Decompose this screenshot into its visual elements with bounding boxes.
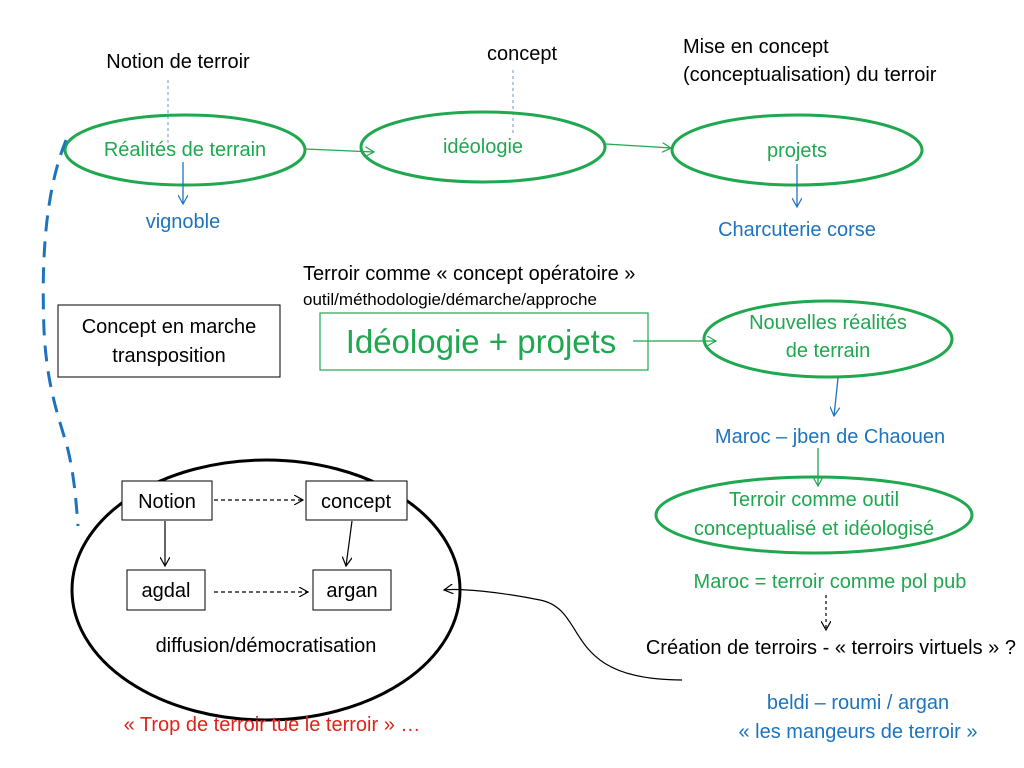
projets-node-label: projets	[767, 140, 827, 162]
transposition-label: transposition	[112, 345, 225, 367]
ideologie-projets-label: Idéologie + projets	[346, 323, 617, 360]
arrow-concept-argan	[346, 520, 353, 566]
concept-top-label: concept	[487, 43, 557, 65]
arrow-realites-ideologie	[305, 149, 374, 152]
maroc-pol-pub-label: Maroc = terroir comme pol pub	[694, 571, 967, 593]
conceptualisation-label: (conceptualisation) du terroir	[683, 64, 937, 86]
realites-node	[63, 113, 307, 187]
argan-box-label: argan	[326, 580, 377, 602]
beldi-label: beldi – roumi / argan	[767, 692, 949, 714]
ideologie-projets-box	[319, 312, 649, 371]
terroir-operatoire-label: Terroir comme « concept opératoire »	[303, 263, 635, 285]
ideologie-node-label: idéologie	[443, 136, 523, 158]
realites-node-label: Réalités de terrain	[104, 139, 266, 161]
charcuterie-label: Charcuterie corse	[718, 219, 876, 241]
arrow-ideologie-projets	[605, 144, 671, 148]
nouvelles-realites-label-2: de terrain	[786, 340, 871, 362]
terroir-outil-label-1: Terroir comme outil	[729, 489, 899, 511]
nouvelles-realites-node	[702, 299, 954, 379]
nouvelles-realites-label-1: Nouvelles réalités	[749, 312, 907, 334]
agdal-box-label: agdal	[142, 580, 191, 602]
vignoble-label: vignoble	[146, 211, 221, 233]
notion-de-terroir-label: Notion de terroir	[106, 51, 250, 73]
trop-de-terroir-label: « Trop de terroir tue le terroir » …	[124, 714, 421, 736]
creation-terroirs-label: Création de terroirs - « terroirs virtue…	[646, 637, 1016, 659]
terroir-outil-label-2: conceptualisé et idéologisé	[694, 518, 934, 540]
agdal-box	[126, 569, 206, 611]
arrow-creation-to-argan	[444, 589, 683, 681]
concept-en-marche-label: Concept en marche	[82, 316, 257, 338]
mangeurs-label: « les mangeurs de terroir »	[738, 721, 977, 743]
concept-box	[305, 480, 408, 521]
notion-box	[121, 480, 213, 521]
concept-box-label: concept	[321, 491, 391, 513]
notion-box-label: Notion	[138, 491, 196, 513]
outil-methodologie-label: outil/méthodologie/démarche/approche	[303, 290, 597, 309]
concept-en-marche-box	[57, 304, 281, 378]
argan-box	[312, 569, 392, 611]
terroir-outil-node	[654, 475, 974, 555]
arrow-to-maroc-jben	[834, 377, 838, 416]
feedback-dashed-curve	[41, 139, 80, 527]
maroc-jben-label: Maroc – jben de Chaouen	[715, 426, 945, 448]
diffusion-label: diffusion/démocratisation	[156, 635, 377, 657]
ideologie-node	[359, 110, 607, 184]
mise-en-concept-label: Mise en concept	[683, 36, 829, 58]
diffusion-ellipse	[70, 458, 462, 722]
